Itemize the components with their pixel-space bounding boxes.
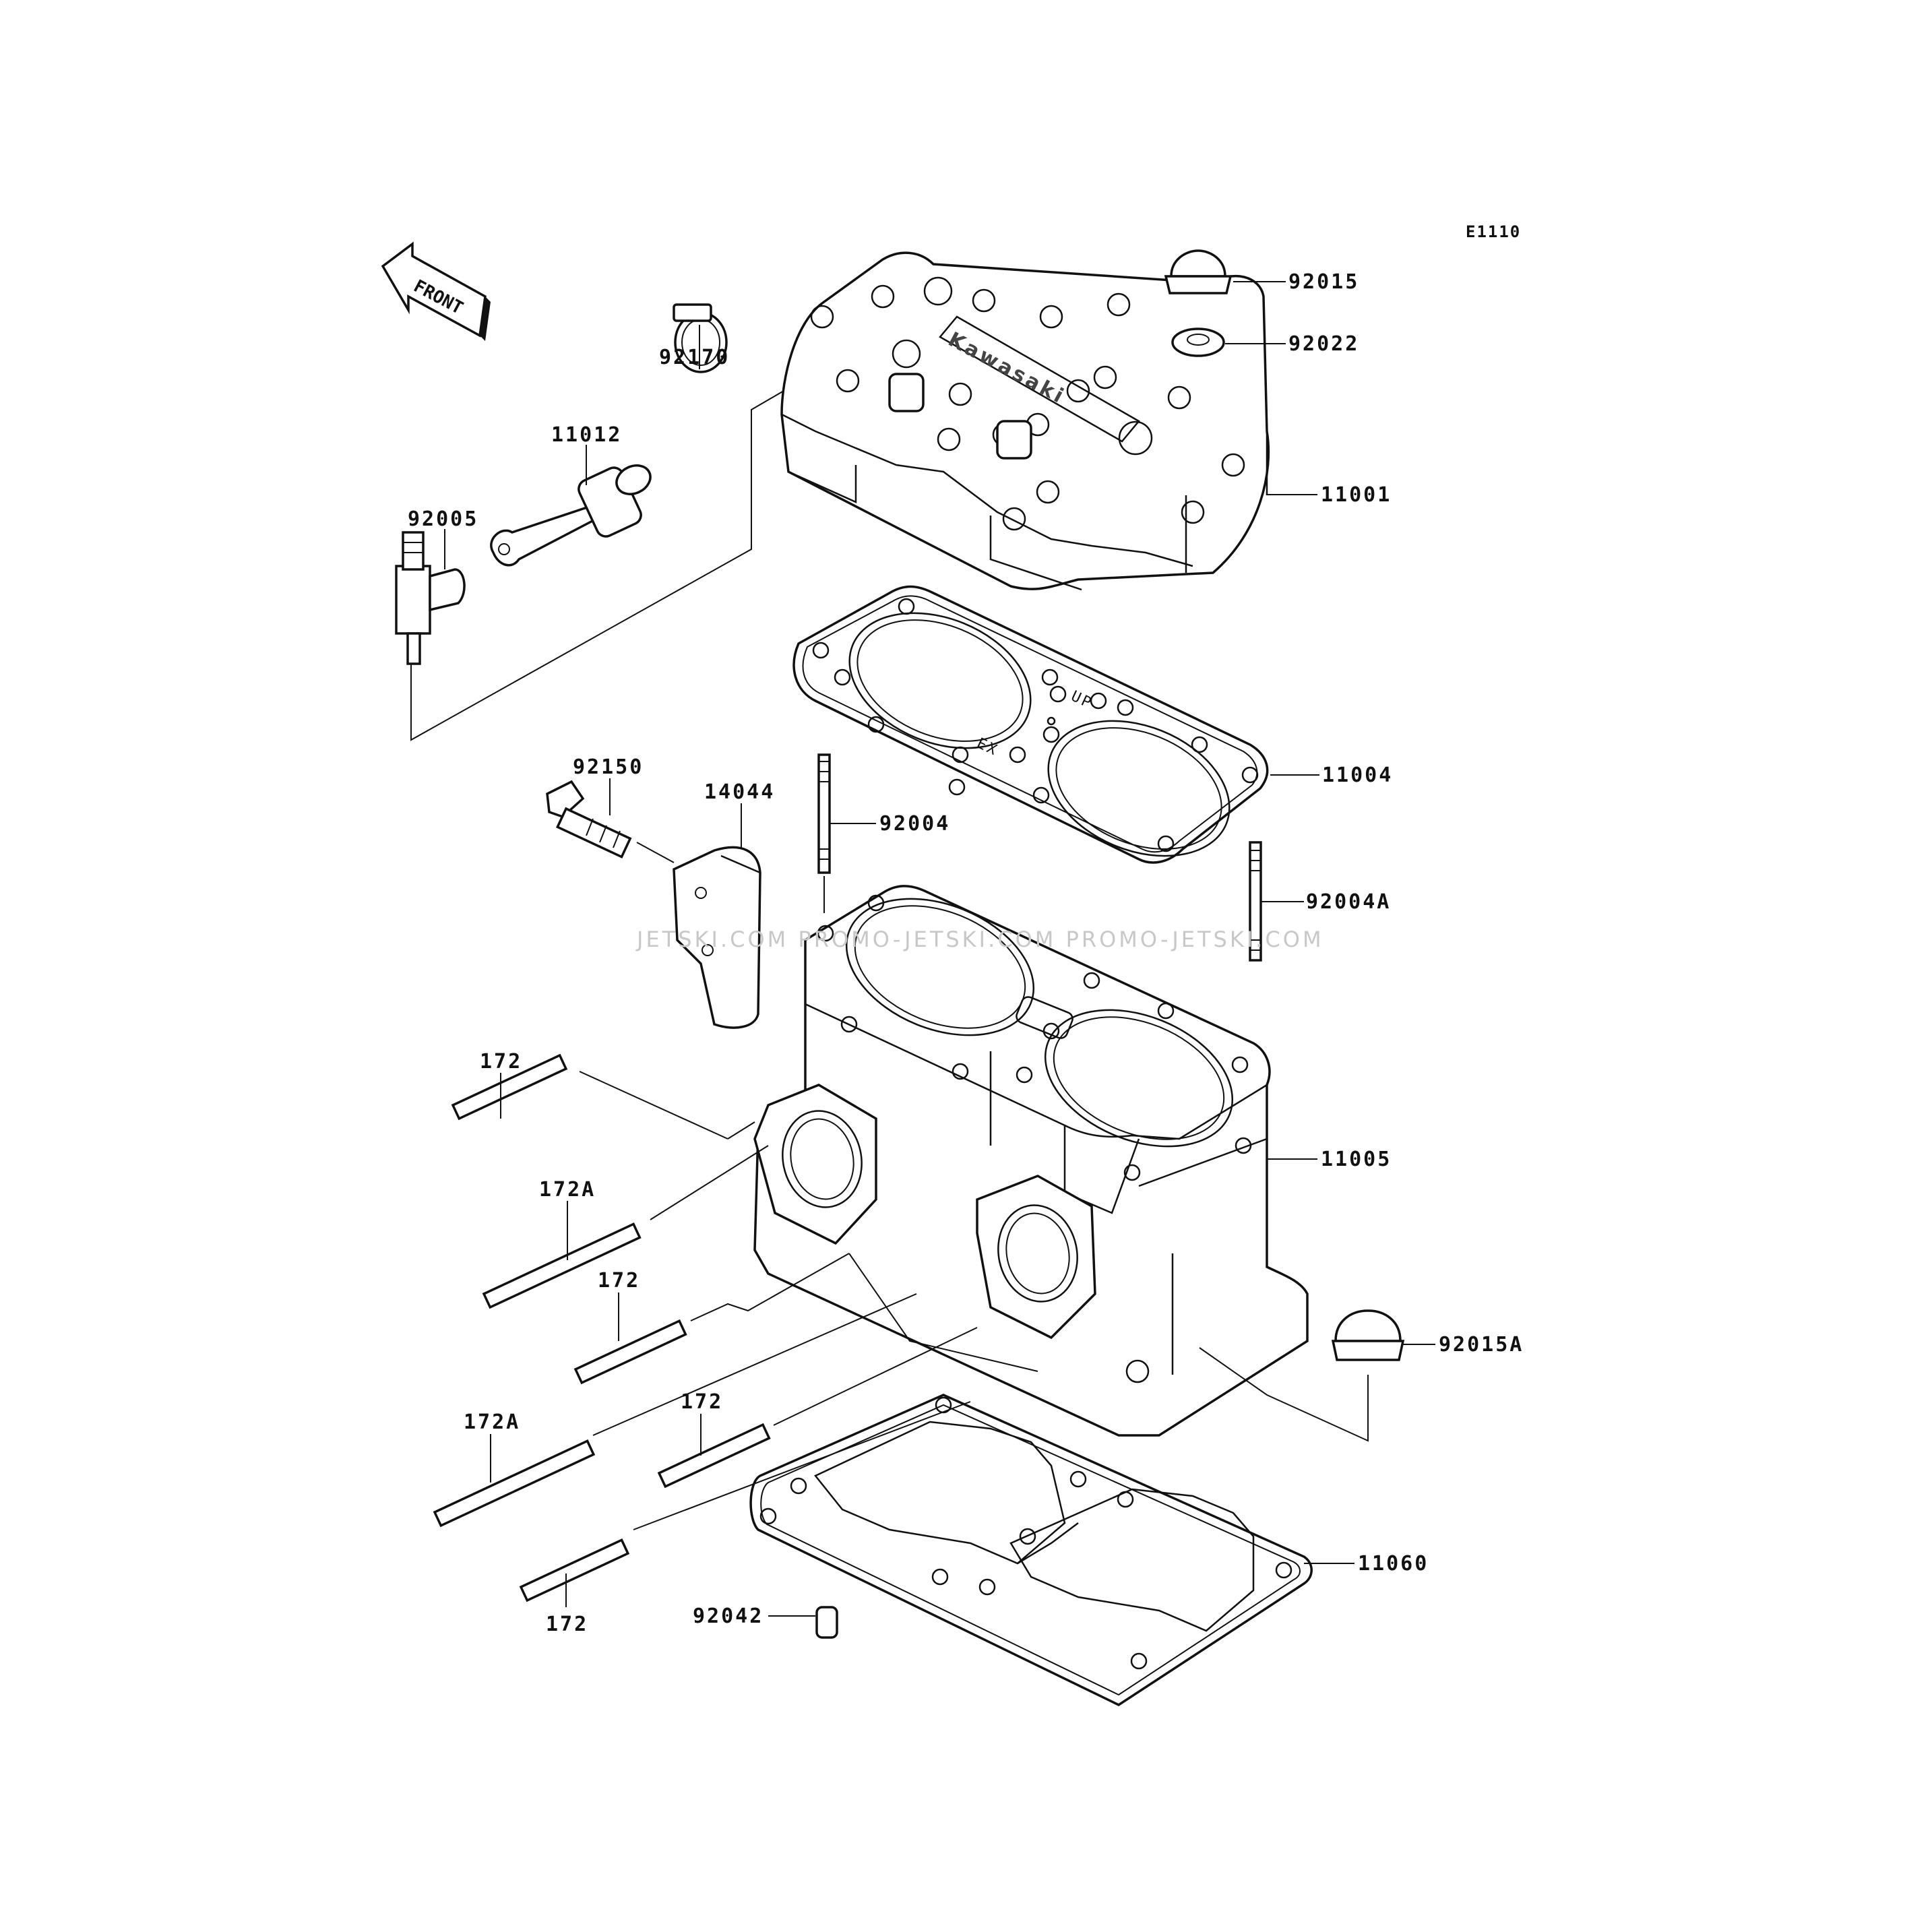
callout-172a-b: 172A: [464, 1410, 520, 1434]
front-arrow-icon: FRONT: [381, 241, 491, 341]
stud-bolt-leader: [848, 1253, 1038, 1372]
callout-92042: 92042: [693, 1604, 764, 1628]
callout-14044: 14044: [704, 780, 775, 804]
cylinder-block: [753, 885, 1309, 1437]
callout-92015: 92015: [1288, 270, 1359, 294]
callout-172-c: 172: [681, 1390, 723, 1414]
callout-92005: 92005: [408, 507, 478, 531]
watermark: JETSKI.COM PROMO-JETSKI.COM PROMO-JETSKI…: [635, 927, 1324, 952]
stud-172-a: [451, 1053, 755, 1140]
callout-11060: 11060: [1358, 1552, 1429, 1576]
stud-bolt-92004: [817, 753, 831, 913]
callout-92015a: 92015A: [1439, 1333, 1524, 1357]
callout-92150: 92150: [573, 755, 644, 779]
callout-172-b: 172: [598, 1269, 640, 1292]
nut-92015a-leader: [1199, 1347, 1369, 1442]
bracket-14044: [673, 846, 761, 1029]
callout-92170: 92170: [659, 346, 730, 369]
callout-11001: 11001: [1321, 483, 1392, 507]
callout-11004: 11004: [1322, 764, 1393, 787]
head-gasket: UP EX: [792, 585, 1269, 864]
acorn-nut-92015: [1164, 249, 1233, 294]
callout-172a-a: 172A: [539, 1178, 596, 1202]
callout-11005: 11005: [1321, 1148, 1392, 1171]
cylinder-head: Kawasaki: [780, 251, 1270, 591]
callout-92004a: 92004A: [1306, 890, 1391, 914]
hose-clamp-92170: [673, 303, 728, 373]
fitting-11012: [490, 464, 652, 567]
stud-172a-a: [482, 1145, 769, 1309]
callout-11012: 11012: [551, 423, 622, 447]
base-gasket: [749, 1394, 1313, 1707]
elbow-fitting-92005: [395, 531, 466, 665]
part-callouts: 92015 92022 92170 11012 92005 11001 1100…: [408, 270, 1524, 1636]
acorn-nut-92015a: [1331, 1309, 1405, 1361]
callout-172-a: 172: [480, 1050, 522, 1073]
stud-172-b: [573, 1253, 850, 1385]
callout-172-d: 172: [546, 1613, 588, 1636]
washer-92022: [1171, 328, 1225, 357]
callout-92004: 92004: [879, 812, 950, 836]
stud-172a-b: [433, 1293, 917, 1528]
stud-172-d: [519, 1401, 971, 1602]
bolt-92150: [546, 780, 675, 863]
sheet-code: E1110: [1466, 222, 1521, 241]
dowel-pin-92042: [815, 1606, 838, 1639]
callout-92022: 92022: [1288, 332, 1359, 356]
stud-172-c: [657, 1327, 978, 1489]
